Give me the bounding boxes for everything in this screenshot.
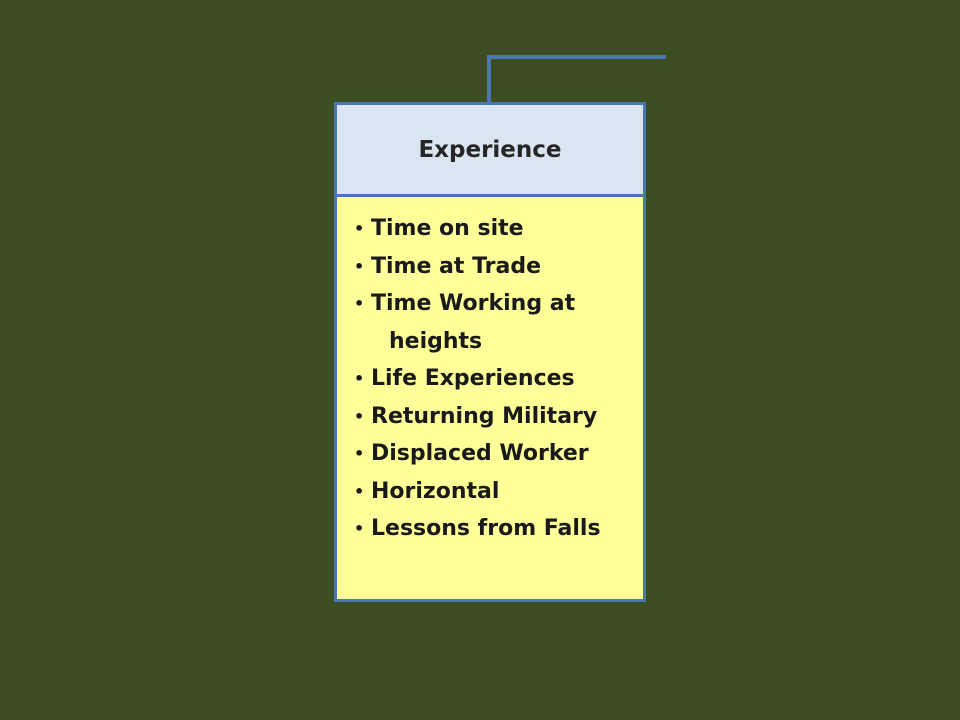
card-item-list: • Time on site • Time at Trade • Time Worki… <box>337 197 643 548</box>
bullet-icon: • <box>354 256 365 276</box>
list-item: • Life Experiences <box>337 360 643 398</box>
item-text: Lessons from Falls <box>371 516 601 541</box>
item-text: Time at Trade <box>371 253 542 279</box>
card-title: Experience <box>418 136 562 163</box>
bullet-icon: • <box>354 481 365 501</box>
experience-card: Experience • Time on site • Time at Trade … <box>334 102 646 602</box>
item-text-line1: Time Working at <box>371 291 576 316</box>
bullet-icon: • <box>354 519 365 538</box>
item-text: Returning Military <box>371 403 598 429</box>
item-text: Time on site <box>371 216 524 241</box>
list-item: • Returning Military <box>337 398 643 436</box>
list-item: • Lessons from Falls <box>337 510 643 548</box>
list-item: • Horizontal <box>337 473 643 511</box>
bullet-icon: • <box>354 406 365 426</box>
list-item: • Time Working at heights <box>337 285 643 360</box>
bullet-icon: • <box>354 294 365 313</box>
item-text: Displaced Worker <box>371 441 589 466</box>
bullet-icon: • <box>354 219 365 238</box>
list-item: • Displaced Worker <box>337 435 643 473</box>
item-text: Horizontal <box>371 478 500 504</box>
list-item: • Time at Trade <box>337 248 643 286</box>
item-text: Life Experiences <box>371 366 575 391</box>
list-item: • Time on site <box>337 210 643 248</box>
bullet-icon: • <box>354 444 365 463</box>
card-header: Experience <box>337 105 643 197</box>
item-text-line2: heights <box>389 328 483 354</box>
bullet-icon: • <box>354 369 365 388</box>
